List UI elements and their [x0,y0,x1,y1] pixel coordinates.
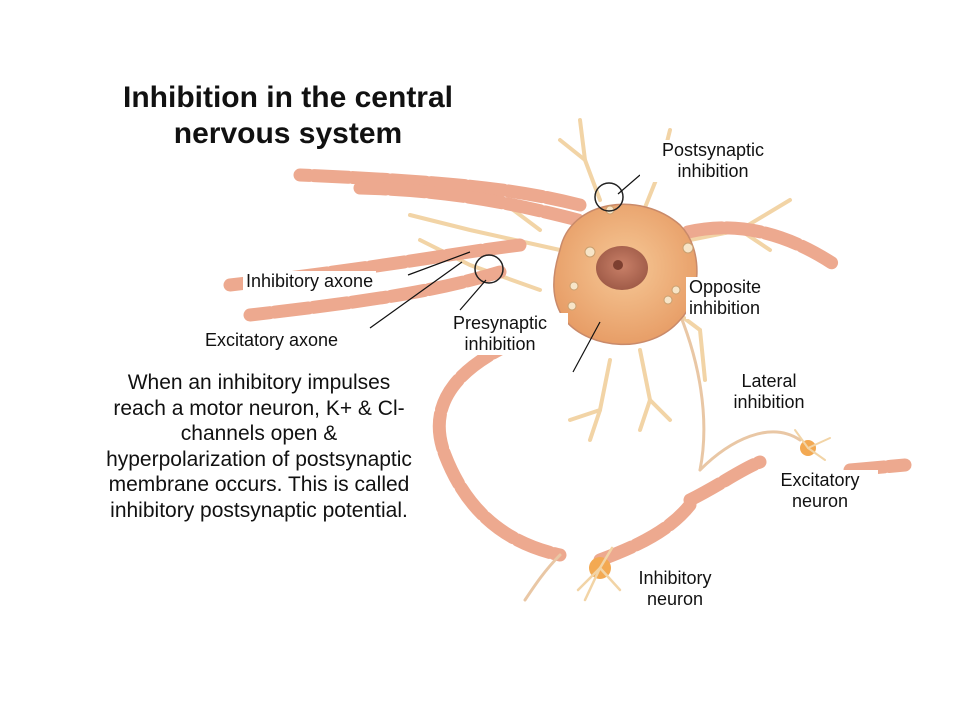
synaptic-terminals [567,205,694,311]
description-paragraph: When an inhibitory impulses reach a moto… [106,371,412,522]
inhibitory-neuron-body [576,546,622,602]
axon-chains [223,168,912,567]
label-inhibitory-neuron: Inhibitory neuron [638,568,712,609]
label-presynaptic-inhibition: Presynaptic inhibition [432,313,568,355]
label-inhibitory-axone: Inhibitory axone [243,271,377,292]
axon-collaterals [523,303,802,602]
label-excitatory-axone: Excitatory axone [202,330,342,351]
leader-lines [369,174,641,373]
motor-neuron-soma [553,203,698,346]
excitatory-neuron-body [794,429,831,461]
label-lateral-inhibition: Lateral inhibition [716,371,822,413]
label-postsynaptic-inhibition: Postsynaptic inhibition [640,140,786,182]
label-excitatory-neuron: Excitatory neuron [762,470,878,512]
label-opposite-inhibition: Opposite inhibition [686,277,788,319]
synapse-highlight-circles [474,182,624,284]
slide-title: Inhibition in the central nervous system [123,81,453,150]
